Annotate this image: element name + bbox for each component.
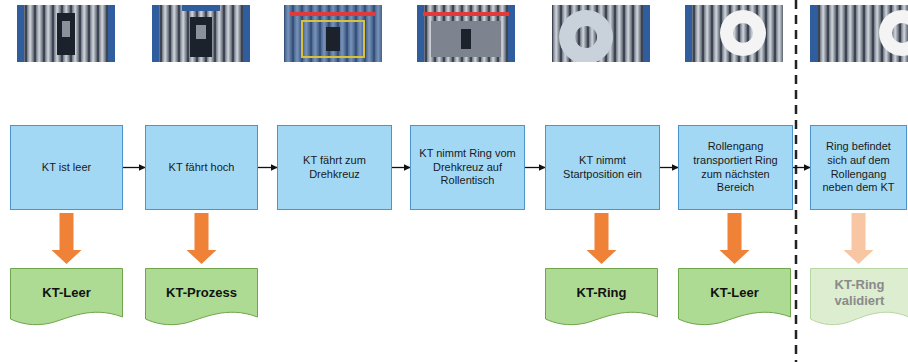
status-document: KT-Leer [678,268,791,326]
flow-arrow [793,167,810,168]
camera-photo [552,5,650,62]
text-block: KT-Ring [577,285,627,301]
flow-arrow [123,167,145,168]
step-label: KT nimmt Ring vom Drehkreuz auf Rollenti… [417,147,518,188]
step-label: KT fährt hoch [169,161,235,175]
output-arrow [52,213,82,264]
process-box: KT nimmt Ring vom Drehkreuz auf Rollenti… [410,125,525,210]
step-label: KT nimmt Startposition ein [552,154,653,182]
document-outline [146,269,258,325]
document-outline [679,269,791,325]
step-label: KT ist leer [42,161,91,175]
step-label: Ring befindet sich auf dem Rollengang ne… [817,140,900,195]
flow-arrow [525,167,545,168]
status-document: KT-Ring validiert [810,268,908,326]
camera-photo [417,5,515,62]
camera-photo [685,5,783,62]
text-block: KT-Leer [710,285,758,301]
status-label: KT-Prozess [166,285,237,301]
status-label: KT-Leer [710,285,758,301]
process-box: Rollengang transportiert Ring zum nächst… [678,125,793,210]
output-arrow [587,213,617,264]
text-block: KT nimmt Startposition ein [552,154,653,182]
status-document: KT-Prozess [145,268,258,326]
text-block: KT fährt hoch [169,161,235,175]
text-block: KT ist leer [42,161,91,175]
camera-photo [284,5,382,62]
process-box: KT nimmt Startposition ein [545,125,660,210]
process-box: KT ist leer [10,125,123,210]
document-outline [811,269,908,325]
status-document: KT-Leer [10,268,123,326]
text-block: KT-Ring validiert [816,277,903,308]
output-arrow [720,213,750,264]
text-block: KT fährt zum Drehkreuz [284,154,385,182]
status-label: KT-Ring [577,285,627,301]
process-box: KT fährt zum Drehkreuz [277,125,392,210]
status-document: KT-Ring [545,268,658,326]
camera-photo [810,5,908,62]
text-block: Rollengang transportiert Ring zum nächst… [685,140,786,195]
camera-photo [17,5,115,62]
process-box: Ring befindet sich auf dem Rollengang ne… [810,125,907,210]
text-block: KT-Prozess [166,285,237,301]
flow-arrow [392,167,410,168]
separator-line [795,0,798,362]
step-label: Rollengang transportiert Ring zum nächst… [685,140,786,195]
step-label: KT fährt zum Drehkreuz [284,154,385,182]
text-block: KT-Leer [42,285,90,301]
camera-photo [152,5,250,62]
text-block: Ring befindet sich auf dem Rollengang ne… [817,140,900,195]
output-arrow [844,213,874,264]
status-label: KT-Ring validiert [816,277,903,308]
document-outline [11,269,123,325]
flow-arrow [660,167,678,168]
flow-arrow [258,167,277,168]
document-outline [546,269,658,325]
text-block: KT nimmt Ring vom Drehkreuz auf Rollenti… [417,147,518,188]
output-arrow [187,213,217,264]
process-box: KT fährt hoch [145,125,258,210]
status-label: KT-Leer [42,285,90,301]
